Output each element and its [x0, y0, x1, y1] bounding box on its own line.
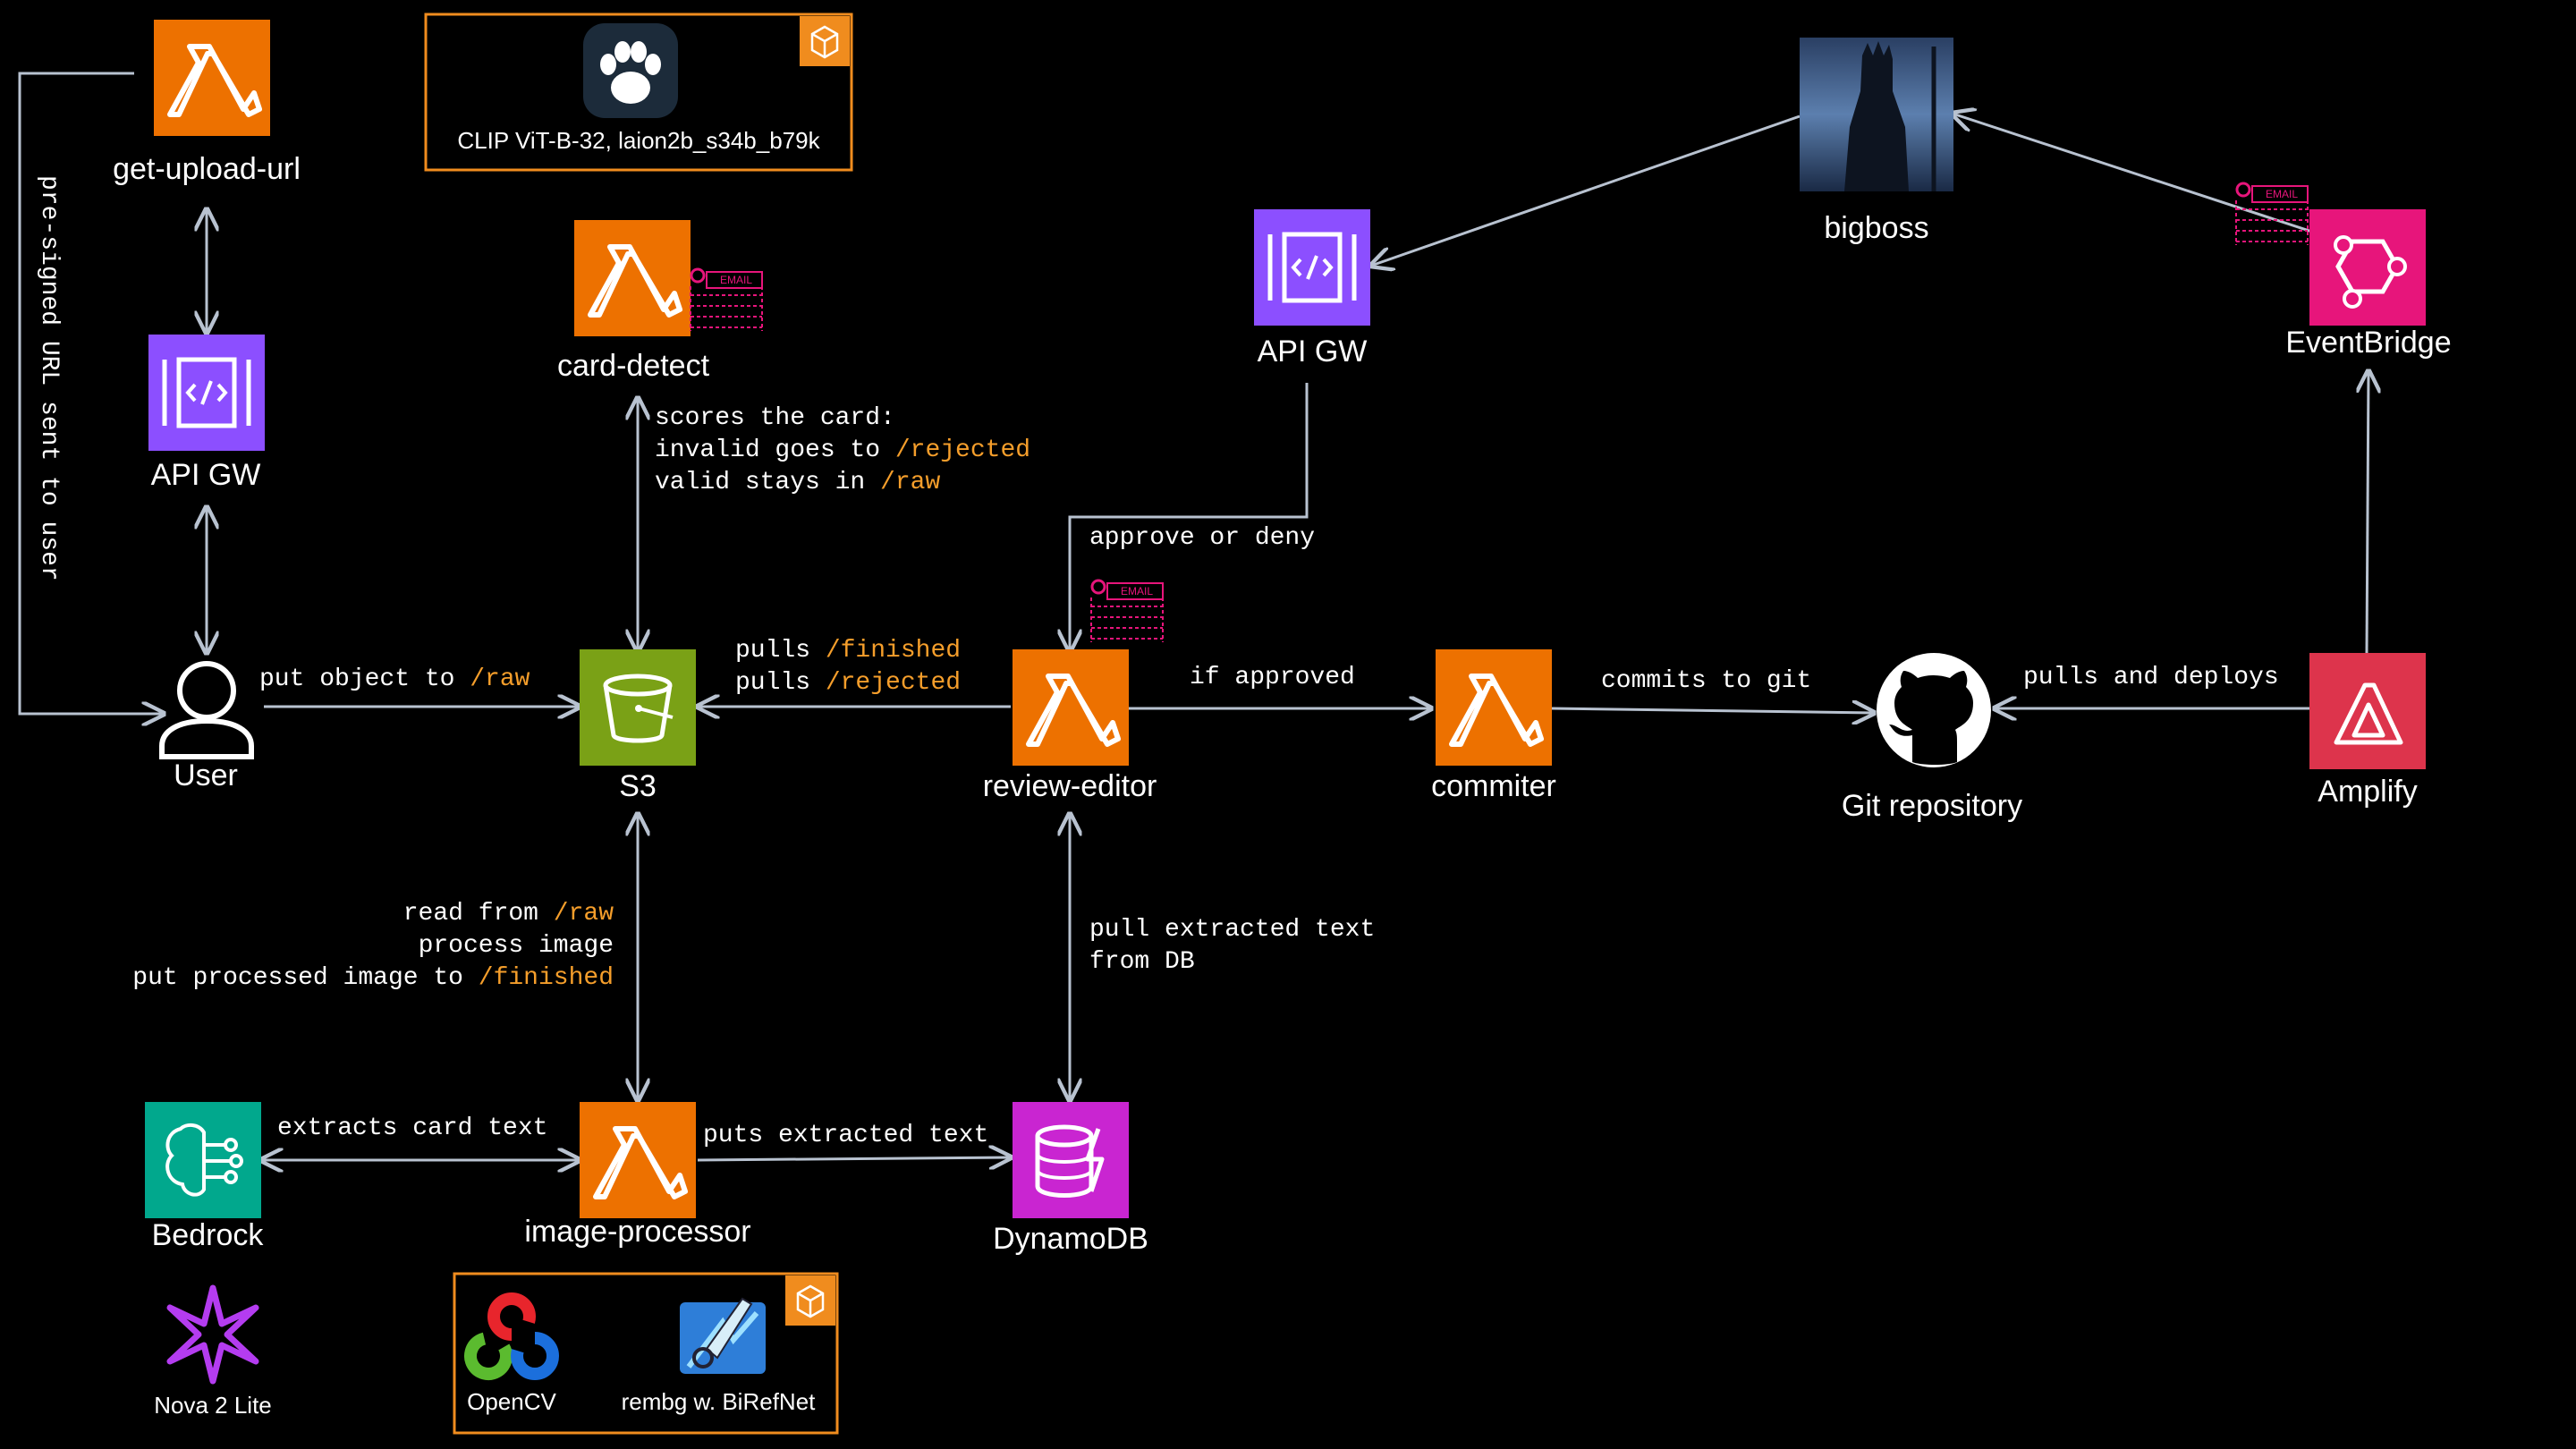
dynamodb-icon [1013, 1102, 1129, 1218]
pulls-deploys-label: pulls and deploys [2023, 664, 2279, 691]
bigboss-label: bigboss [1824, 211, 1929, 245]
github-icon [1877, 653, 1991, 767]
commits-git-label: commits to git [1601, 667, 1812, 695]
get-upload-url-lambda-icon [154, 20, 270, 136]
approve-deny-label: approve or deny [1089, 524, 1316, 552]
dynamodb-label: DynamoDB [993, 1222, 1148, 1256]
rembg-label: rembg w. BiRefNet [621, 1388, 816, 1415]
nova-logo-icon [166, 1284, 259, 1385]
paw-icon [583, 23, 678, 118]
api-gateway-left-icon [148, 335, 265, 451]
presigned-url-label: pre-signed URL sent to user [35, 175, 63, 581]
amplify-label: Amplify [2318, 775, 2418, 809]
pull-extracted-label: pull extracted text from DB [1089, 916, 1376, 976]
edge-bigboss-apigw [1371, 114, 1801, 266]
nova-label: Nova 2 Lite [154, 1392, 272, 1419]
image-processor-lambda-icon [580, 1102, 696, 1218]
edge-presigned [18, 72, 164, 714]
amplify-icon [2309, 653, 2426, 769]
puts-extracted-text-label: puts extracted text [703, 1122, 989, 1149]
api-gateway-right-icon [1254, 209, 1370, 326]
s3-label: S3 [619, 769, 657, 803]
bedrock-icon [145, 1102, 261, 1218]
api-gw-left-label: API GW [150, 458, 261, 492]
user-icon [159, 661, 254, 759]
email-badge-label: EMAIL [2265, 188, 2298, 200]
edge-apigw-review [1070, 383, 1309, 651]
commiter-lambda-icon [1436, 649, 1552, 766]
opencv-label: OpenCV [467, 1388, 556, 1415]
clip-model-label: CLIP ViT-B-32, laion2b_s34b_b79k [457, 127, 820, 154]
read-process-label: read from /raw process image put process… [132, 900, 614, 992]
image-processor-label: image-processor [524, 1215, 751, 1249]
edge-imageprocessor-dynamodb [697, 1157, 1011, 1160]
edge-eventbridge-bigboss [1953, 114, 2329, 239]
eventbridge-icon [2309, 209, 2426, 326]
extracts-card-text-label: extracts card text [277, 1114, 548, 1142]
email-badge-label: EMAIL [719, 274, 752, 286]
eventbridge-label: EventBridge [2285, 326, 2452, 360]
if-approved-label: if approved [1190, 664, 1355, 691]
opencv-logo-icon [464, 1292, 559, 1380]
edge-amplify-eventbridge [2367, 371, 2368, 654]
get-upload-url-label: get-upload-url [113, 152, 301, 186]
review-editor-label: review-editor [982, 769, 1157, 803]
pulls-label: pulls /finished pulls /rejected [735, 637, 962, 697]
put-object-label: put object to /raw [259, 665, 530, 693]
edge-commiter-git [1551, 708, 1874, 713]
user-label: User [174, 758, 238, 792]
card-detect-label: card-detect [556, 349, 710, 383]
card-detect-lambda-icon [574, 220, 691, 336]
bigboss-avatar-icon [1800, 38, 1953, 191]
review-editor-lambda-icon [1013, 649, 1129, 766]
image-tools-package-box [453, 1272, 839, 1435]
git-repository-label: Git repository [1841, 789, 2023, 823]
email-badge-label: EMAIL [1120, 585, 1153, 597]
bedrock-label: Bedrock [151, 1218, 264, 1252]
api-gw-right-label: API GW [1257, 335, 1368, 369]
clip-package-box [424, 13, 853, 172]
rembg-logo-icon [680, 1297, 766, 1374]
scores-card-label: scores the card: invalid goes to /reject… [655, 404, 1031, 496]
commiter-label: commiter [1431, 769, 1556, 803]
s3-bucket-icon [580, 649, 696, 766]
